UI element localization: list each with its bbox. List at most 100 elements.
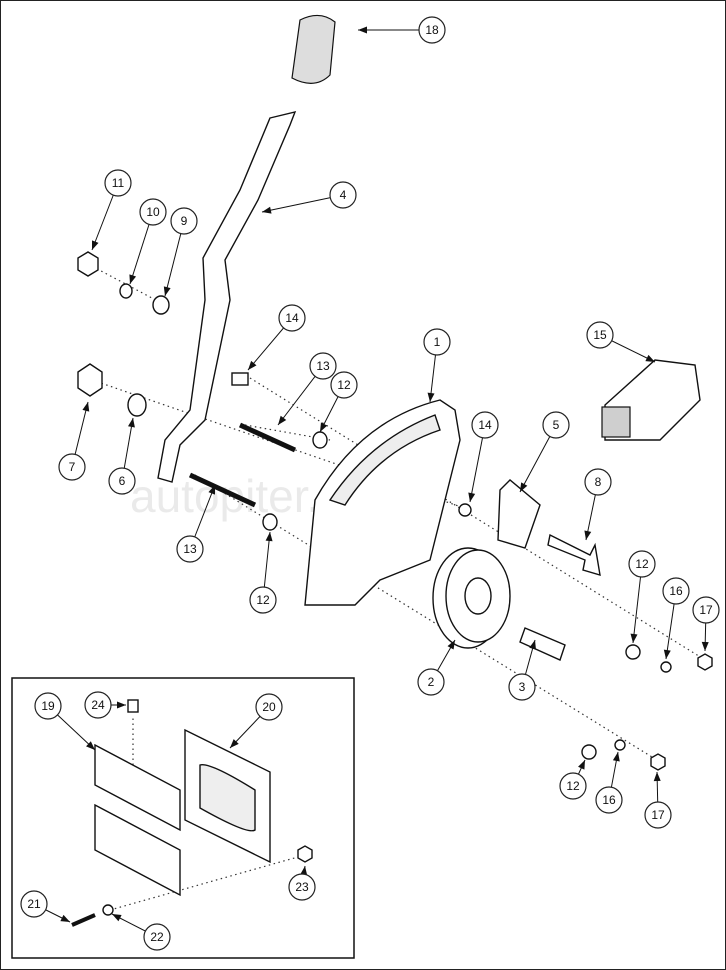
part-pin [547, 533, 601, 576]
callout-12: 12 [249, 586, 277, 614]
part-bolt-13 [238, 422, 297, 453]
part-hub [432, 547, 511, 649]
callout-14: 14 [471, 411, 499, 439]
callout-number: 9 [181, 214, 188, 228]
callout-20: 20 [255, 693, 283, 721]
hardware-nuts-washers [77, 251, 713, 771]
callout-number: 24 [91, 698, 105, 712]
callout-number: 18 [425, 23, 439, 37]
part-lever [157, 111, 297, 483]
arrowhead-icon [248, 360, 257, 370]
callout-number: 5 [553, 418, 560, 432]
callout-number: 13 [183, 542, 197, 556]
arrowhead-icon [86, 741, 95, 750]
callout-6: 6 [108, 467, 136, 495]
arrowhead-icon [265, 532, 273, 542]
arrowhead-icon [300, 866, 308, 876]
arrowhead-icon [208, 485, 215, 495]
callout-17: 17 [692, 596, 720, 624]
arrowhead-icon [653, 772, 661, 782]
leader-lines [33, 26, 709, 938]
arrowhead-icon [262, 206, 272, 214]
callout-number: 19 [41, 699, 55, 713]
cover-opening [601, 406, 631, 438]
plate-slot [328, 414, 441, 506]
arrowhead-icon [112, 914, 122, 922]
arrowhead-icon [447, 640, 455, 650]
arrowhead-icon [278, 415, 287, 425]
callout-3: 3 [508, 673, 536, 701]
callout-16: 16 [662, 577, 690, 605]
callout-2: 2 [417, 668, 445, 696]
arrowhead-icon [82, 402, 90, 412]
callout-8: 8 [584, 468, 612, 496]
callout-22: 22 [143, 923, 171, 951]
arrowhead-icon [468, 492, 476, 502]
arrowhead-icon [645, 354, 655, 362]
callout-12: 12 [330, 371, 358, 399]
callout-number: 17 [651, 808, 665, 822]
callout-number: 23 [295, 880, 309, 894]
callout-number: 12 [635, 557, 649, 571]
arrowhead-icon [529, 640, 536, 650]
callout-7: 7 [58, 453, 86, 481]
callout-24: 24 [84, 691, 112, 719]
callout-9: 9 [170, 207, 198, 235]
arrowhead-icon [427, 392, 435, 402]
callout-number: 12 [337, 378, 351, 392]
inset-frame [11, 677, 355, 959]
callout-number: 12 [256, 593, 270, 607]
arrowhead-icon [91, 240, 99, 250]
callout-number: 6 [119, 474, 126, 488]
callout-number: 17 [699, 603, 713, 617]
callout-15: 15 [586, 321, 614, 349]
callout-17: 17 [644, 801, 672, 829]
arrowhead-icon [128, 418, 135, 428]
assembly-axis-lines [87, 263, 711, 911]
arrowhead-icon [129, 274, 137, 284]
callout-19: 19 [34, 692, 62, 720]
arrowhead-icon [358, 26, 367, 34]
callout-13: 13 [309, 352, 337, 380]
callout-number: 14 [285, 311, 299, 325]
callout-12: 12 [628, 550, 656, 578]
arrowhead-icon [663, 649, 671, 659]
callout-number: 13 [316, 359, 330, 373]
callout-number: 12 [566, 779, 580, 793]
callout-number: 10 [146, 205, 160, 219]
callout-21: 21 [20, 890, 48, 918]
arrowhead-icon [60, 914, 70, 922]
callout-10: 10 [139, 198, 167, 226]
part-quadrant-plate [304, 399, 461, 606]
callout-4: 4 [329, 181, 357, 209]
callout-16: 16 [595, 786, 623, 814]
part-bracket [497, 479, 541, 549]
callout-number: 11 [112, 176, 125, 190]
callout-12: 12 [559, 772, 587, 800]
callout-number: 14 [478, 418, 492, 432]
callout-1: 1 [423, 328, 451, 356]
callout-number: 15 [593, 328, 607, 342]
arrowhead-icon [163, 286, 171, 296]
callout-number: 21 [27, 897, 41, 911]
callout-14: 14 [278, 304, 306, 332]
callout-number: 16 [602, 793, 616, 807]
callout-number: 3 [519, 680, 526, 694]
leader-line [261, 194, 344, 213]
part-bolt-13 [188, 472, 257, 508]
part-shaft [519, 627, 566, 661]
callout-number: 22 [150, 930, 164, 944]
callout-number: 1 [434, 335, 441, 349]
arrowhead-icon [701, 641, 709, 651]
part-knob [291, 14, 336, 84]
callout-number: 16 [669, 584, 683, 598]
arrowhead-icon [578, 760, 585, 770]
callout-number: 4 [340, 188, 347, 202]
callout-number: 2 [428, 675, 435, 689]
callout-18: 18 [418, 16, 446, 44]
arrowhead-icon [630, 633, 638, 643]
arrowhead-icon [612, 752, 620, 762]
callout-23: 23 [288, 873, 316, 901]
